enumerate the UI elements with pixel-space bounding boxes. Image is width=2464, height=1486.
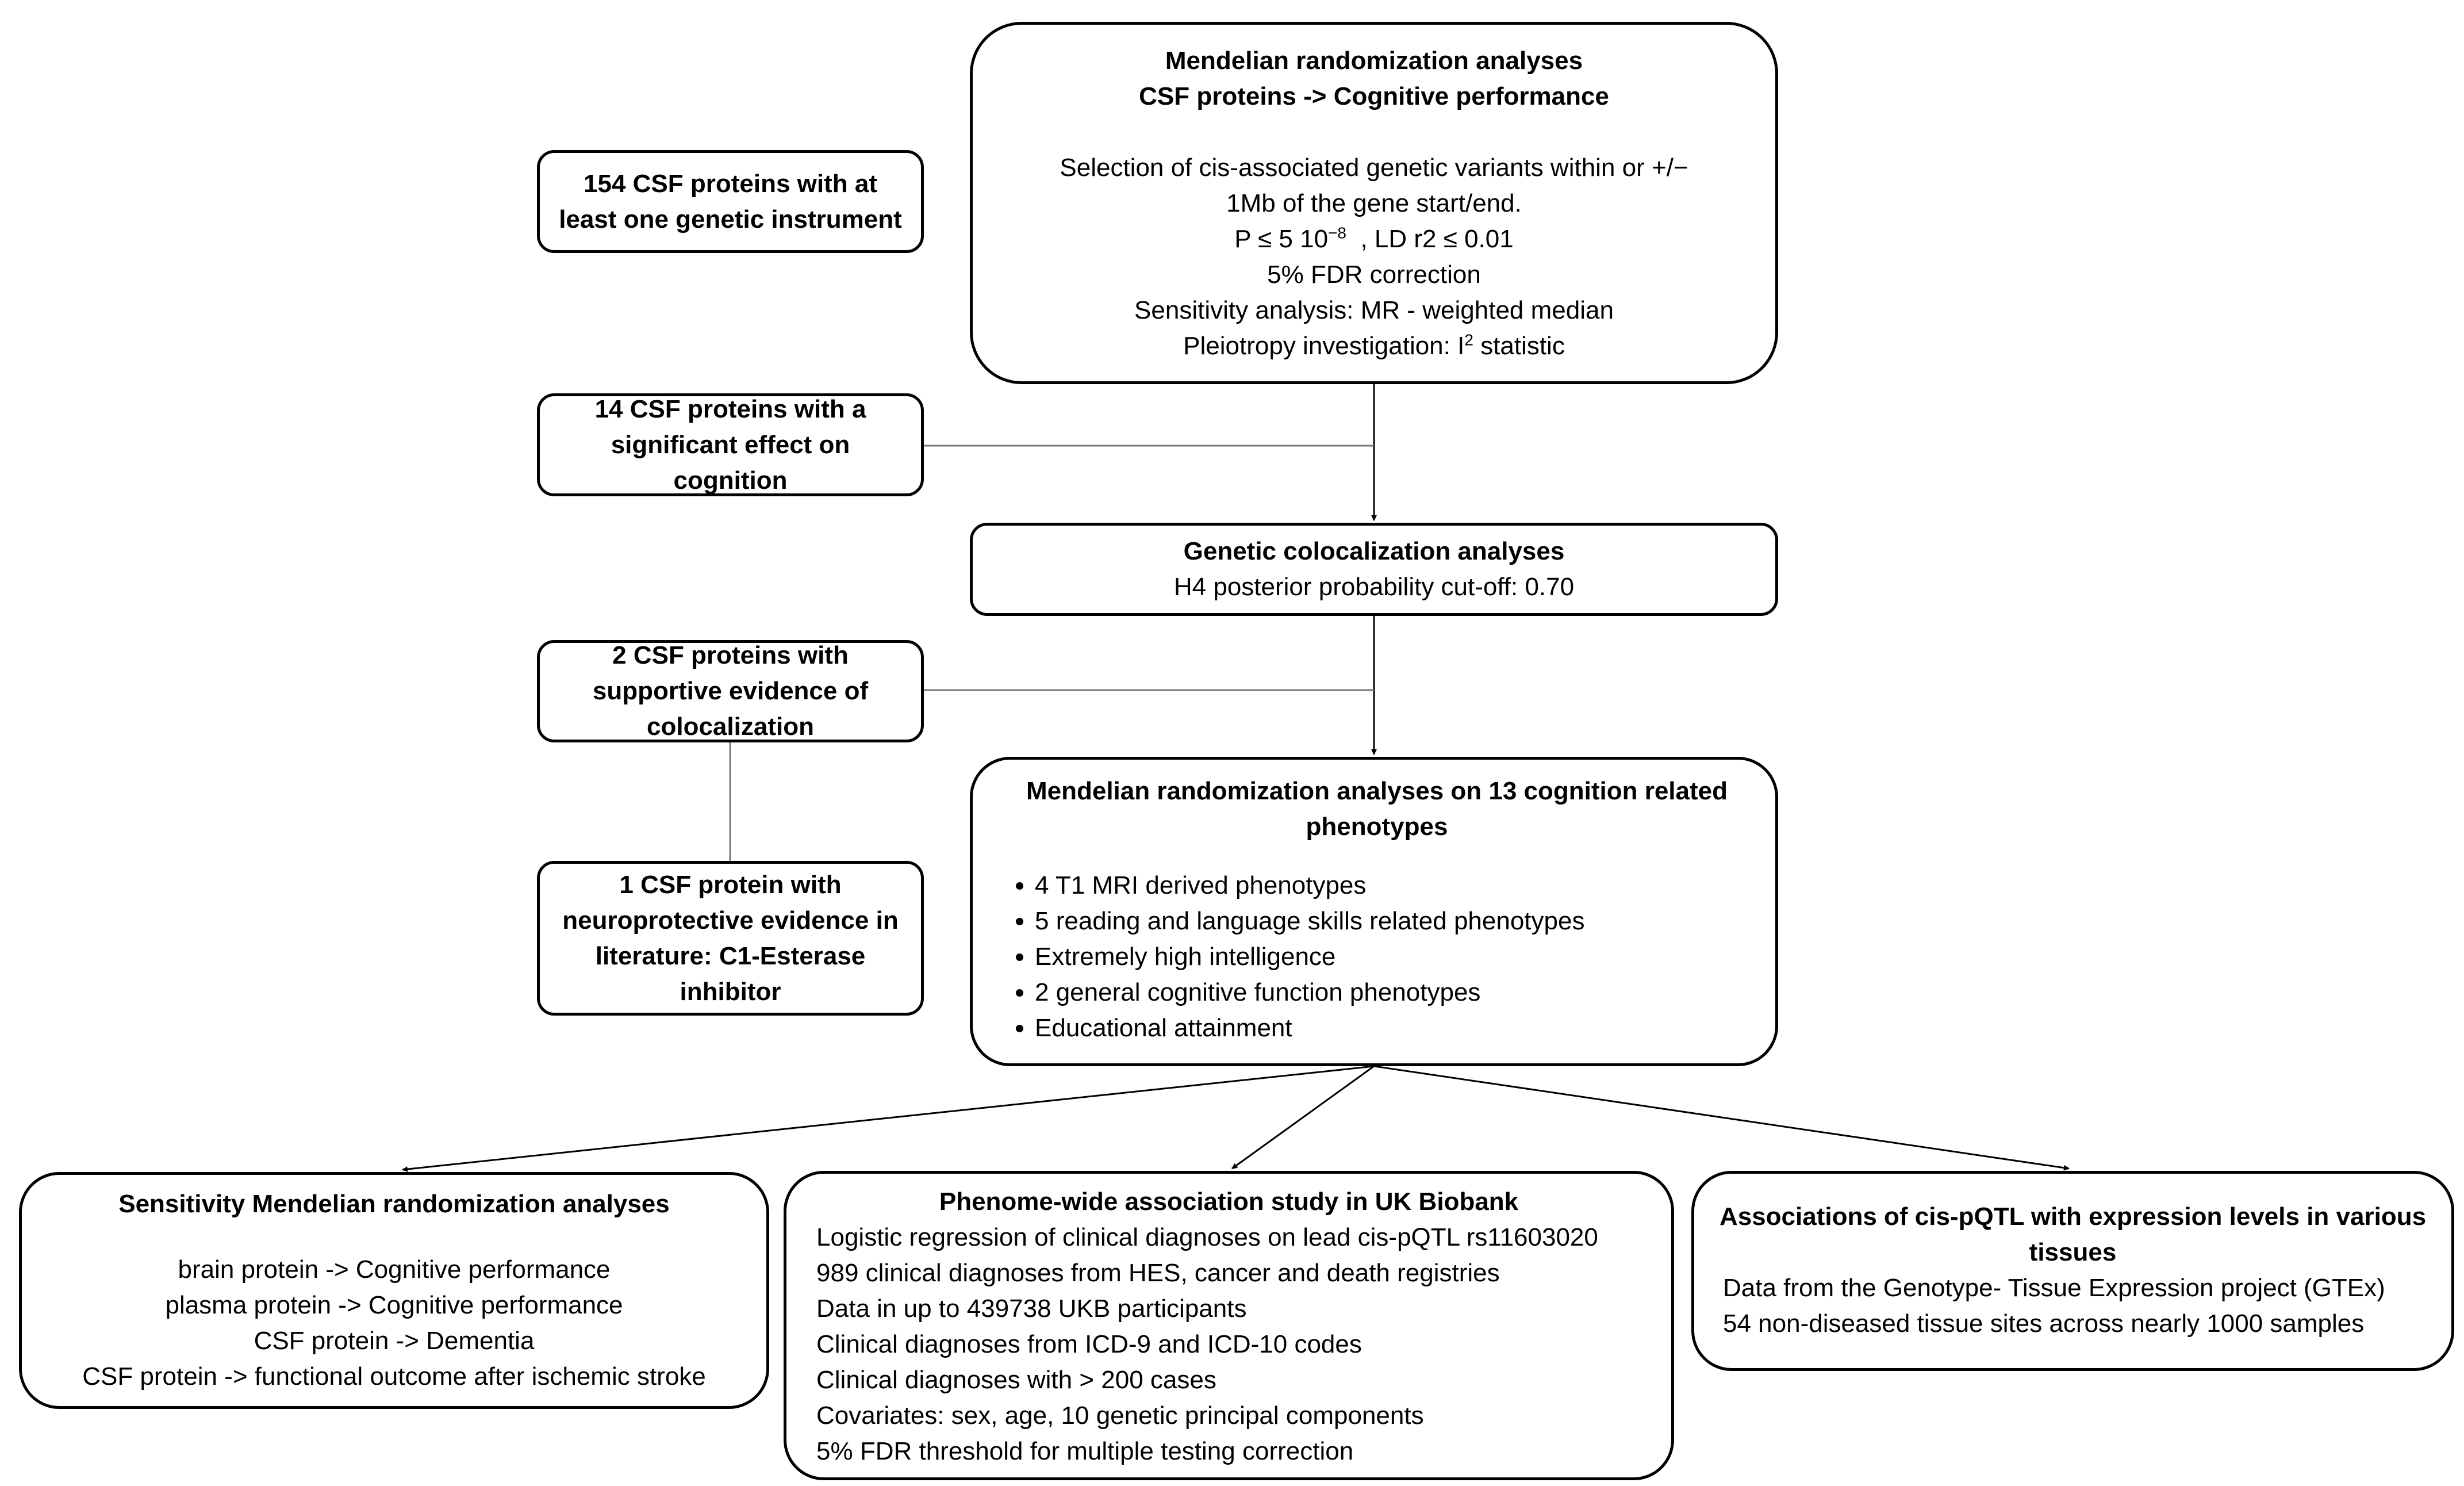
box-line: H4 posterior probability cut-off: 0.70: [1173, 573, 1575, 601]
gtex-box: Associations of cis-pQTL with expression…: [1691, 1171, 2454, 1371]
left-box-154-proteins: 154 CSF proteins with at least one genet…: [537, 150, 924, 253]
box-line: CSF protein -> Dementia: [254, 1327, 535, 1355]
arrow-to-phewas: [1231, 1065, 1375, 1170]
box-line: brain protein -> Cognitive performance: [178, 1255, 611, 1284]
left-box-1-protein: 1 CSF protein with neuroprotective evide…: [537, 861, 924, 1016]
box-title: Phenome-wide association study in UK Bio…: [939, 1188, 1519, 1216]
sensitivity-mr-box: Sensitivity Mendelian randomization anal…: [19, 1172, 769, 1409]
phewas-box: Phenome-wide association study in UK Bio…: [784, 1171, 1674, 1480]
box-line: 54 non-diseased tissue sites across near…: [1723, 1309, 2365, 1338]
box-line: Data from the Genotype- Tissue Expressio…: [1723, 1274, 2385, 1302]
list-item: Educational attainment: [1035, 1010, 1752, 1046]
box-line: 5% FDR threshold for multiple testing co…: [816, 1437, 1354, 1465]
box-line: CSF protein -> functional outcome after …: [82, 1362, 706, 1391]
box-title: Genetic colocalization analyses: [1183, 537, 1565, 565]
list-item: 5 reading and language skills related ph…: [1035, 903, 1752, 939]
box-line: 1Mb of the gene start/end.: [1226, 189, 1522, 217]
mr-13-phenotypes-box: Mendelian randomization analyses on 13 c…: [970, 757, 1778, 1066]
phenotype-list: 4 T1 MRI derived phenotypes 5 reading an…: [1001, 868, 1752, 1046]
list-item: 2 general cognitive function phenotypes: [1035, 975, 1752, 1010]
box-subtitle: CSF proteins -> Cognitive performance: [1139, 82, 1609, 110]
list-item: Extremely high intelligence: [1035, 939, 1752, 975]
box-line: 5% FDR correction: [1267, 261, 1481, 289]
mr-csf-cognition-box: Mendelian randomization analyses CSF pro…: [970, 22, 1778, 384]
left-box-14-proteins: 14 CSF proteins with a significant effec…: [537, 393, 924, 496]
box-line: 989 clinical diagnoses from HES, cancer …: [816, 1259, 1500, 1287]
box-title: Mendelian randomization analyses on 13 c…: [1026, 777, 1728, 841]
box-line: Covariates: sex, age, 10 genetic princip…: [816, 1401, 1424, 1430]
box-title: Mendelian randomization analyses: [1165, 47, 1583, 75]
box-title: Sensitivity Mendelian randomization anal…: [118, 1190, 670, 1218]
box-line: Data in up to 439738 UKB participants: [816, 1294, 1247, 1323]
arrow-to-sensitivity: [402, 1065, 1375, 1173]
colocalization-box: Genetic colocalization analyses H4 poste…: [970, 523, 1778, 616]
left-box-2-proteins: 2 CSF proteins with supportive evidence …: [537, 640, 924, 742]
box-title: Associations of cis-pQTL with expression…: [1719, 1202, 2427, 1266]
box-line: Logistic regression of clinical diagnose…: [816, 1223, 1598, 1251]
list-item: 4 T1 MRI derived phenotypes: [1035, 868, 1752, 903]
box-line: Selection of cis-associated genetic vari…: [1060, 154, 1688, 182]
box-line: P ≤ 5 10−8 , LD r2 ≤ 0.01: [1234, 224, 1514, 253]
box-line: Sensitivity analysis: MR - weighted medi…: [1134, 296, 1614, 324]
arrow-to-gtex: [1373, 1065, 2070, 1171]
box-line: Clinical diagnoses from ICD-9 and ICD-10…: [816, 1330, 1362, 1358]
box-line: Pleiotropy investigation: I2 statistic: [1183, 331, 1565, 360]
box-line: Clinical diagnoses with > 200 cases: [816, 1366, 1216, 1394]
box-line: plasma protein -> Cognitive performance: [165, 1291, 623, 1319]
